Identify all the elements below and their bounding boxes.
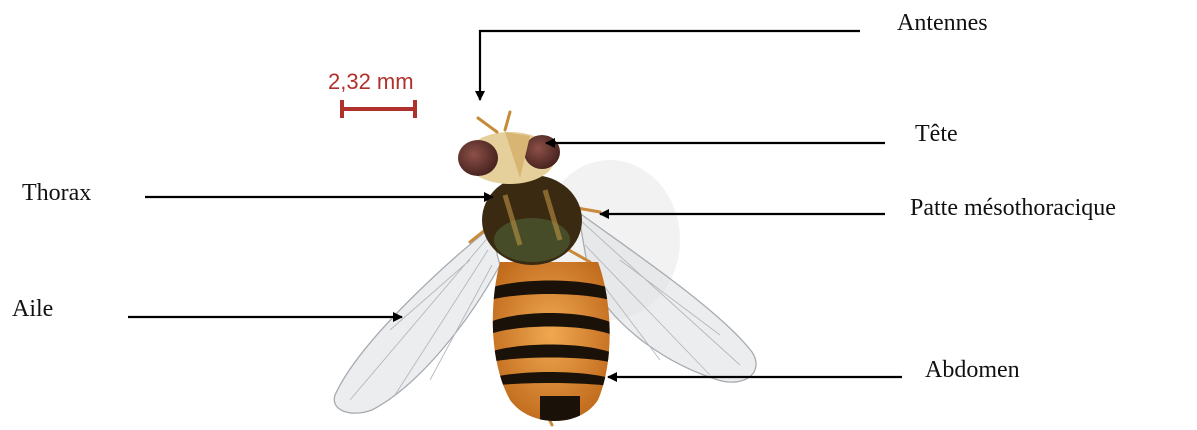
thorax [482, 175, 582, 265]
label-antennes: Antennes [897, 10, 988, 37]
pointer-antennes [480, 31, 860, 100]
left-wing [334, 228, 500, 413]
label-aile: Aile [12, 296, 53, 323]
label-thorax: Thorax [22, 180, 91, 207]
label-tete: Tête [915, 121, 958, 148]
abdomen [490, 262, 610, 426]
label-abdomen: Abdomen [925, 357, 1020, 384]
scale-bar-label: 2,32 mm [328, 69, 414, 95]
scale-bar [342, 100, 415, 118]
head [458, 132, 560, 184]
antennae [478, 112, 510, 132]
label-patte-mesothoracique: Patte mésothoracique [910, 195, 1116, 222]
